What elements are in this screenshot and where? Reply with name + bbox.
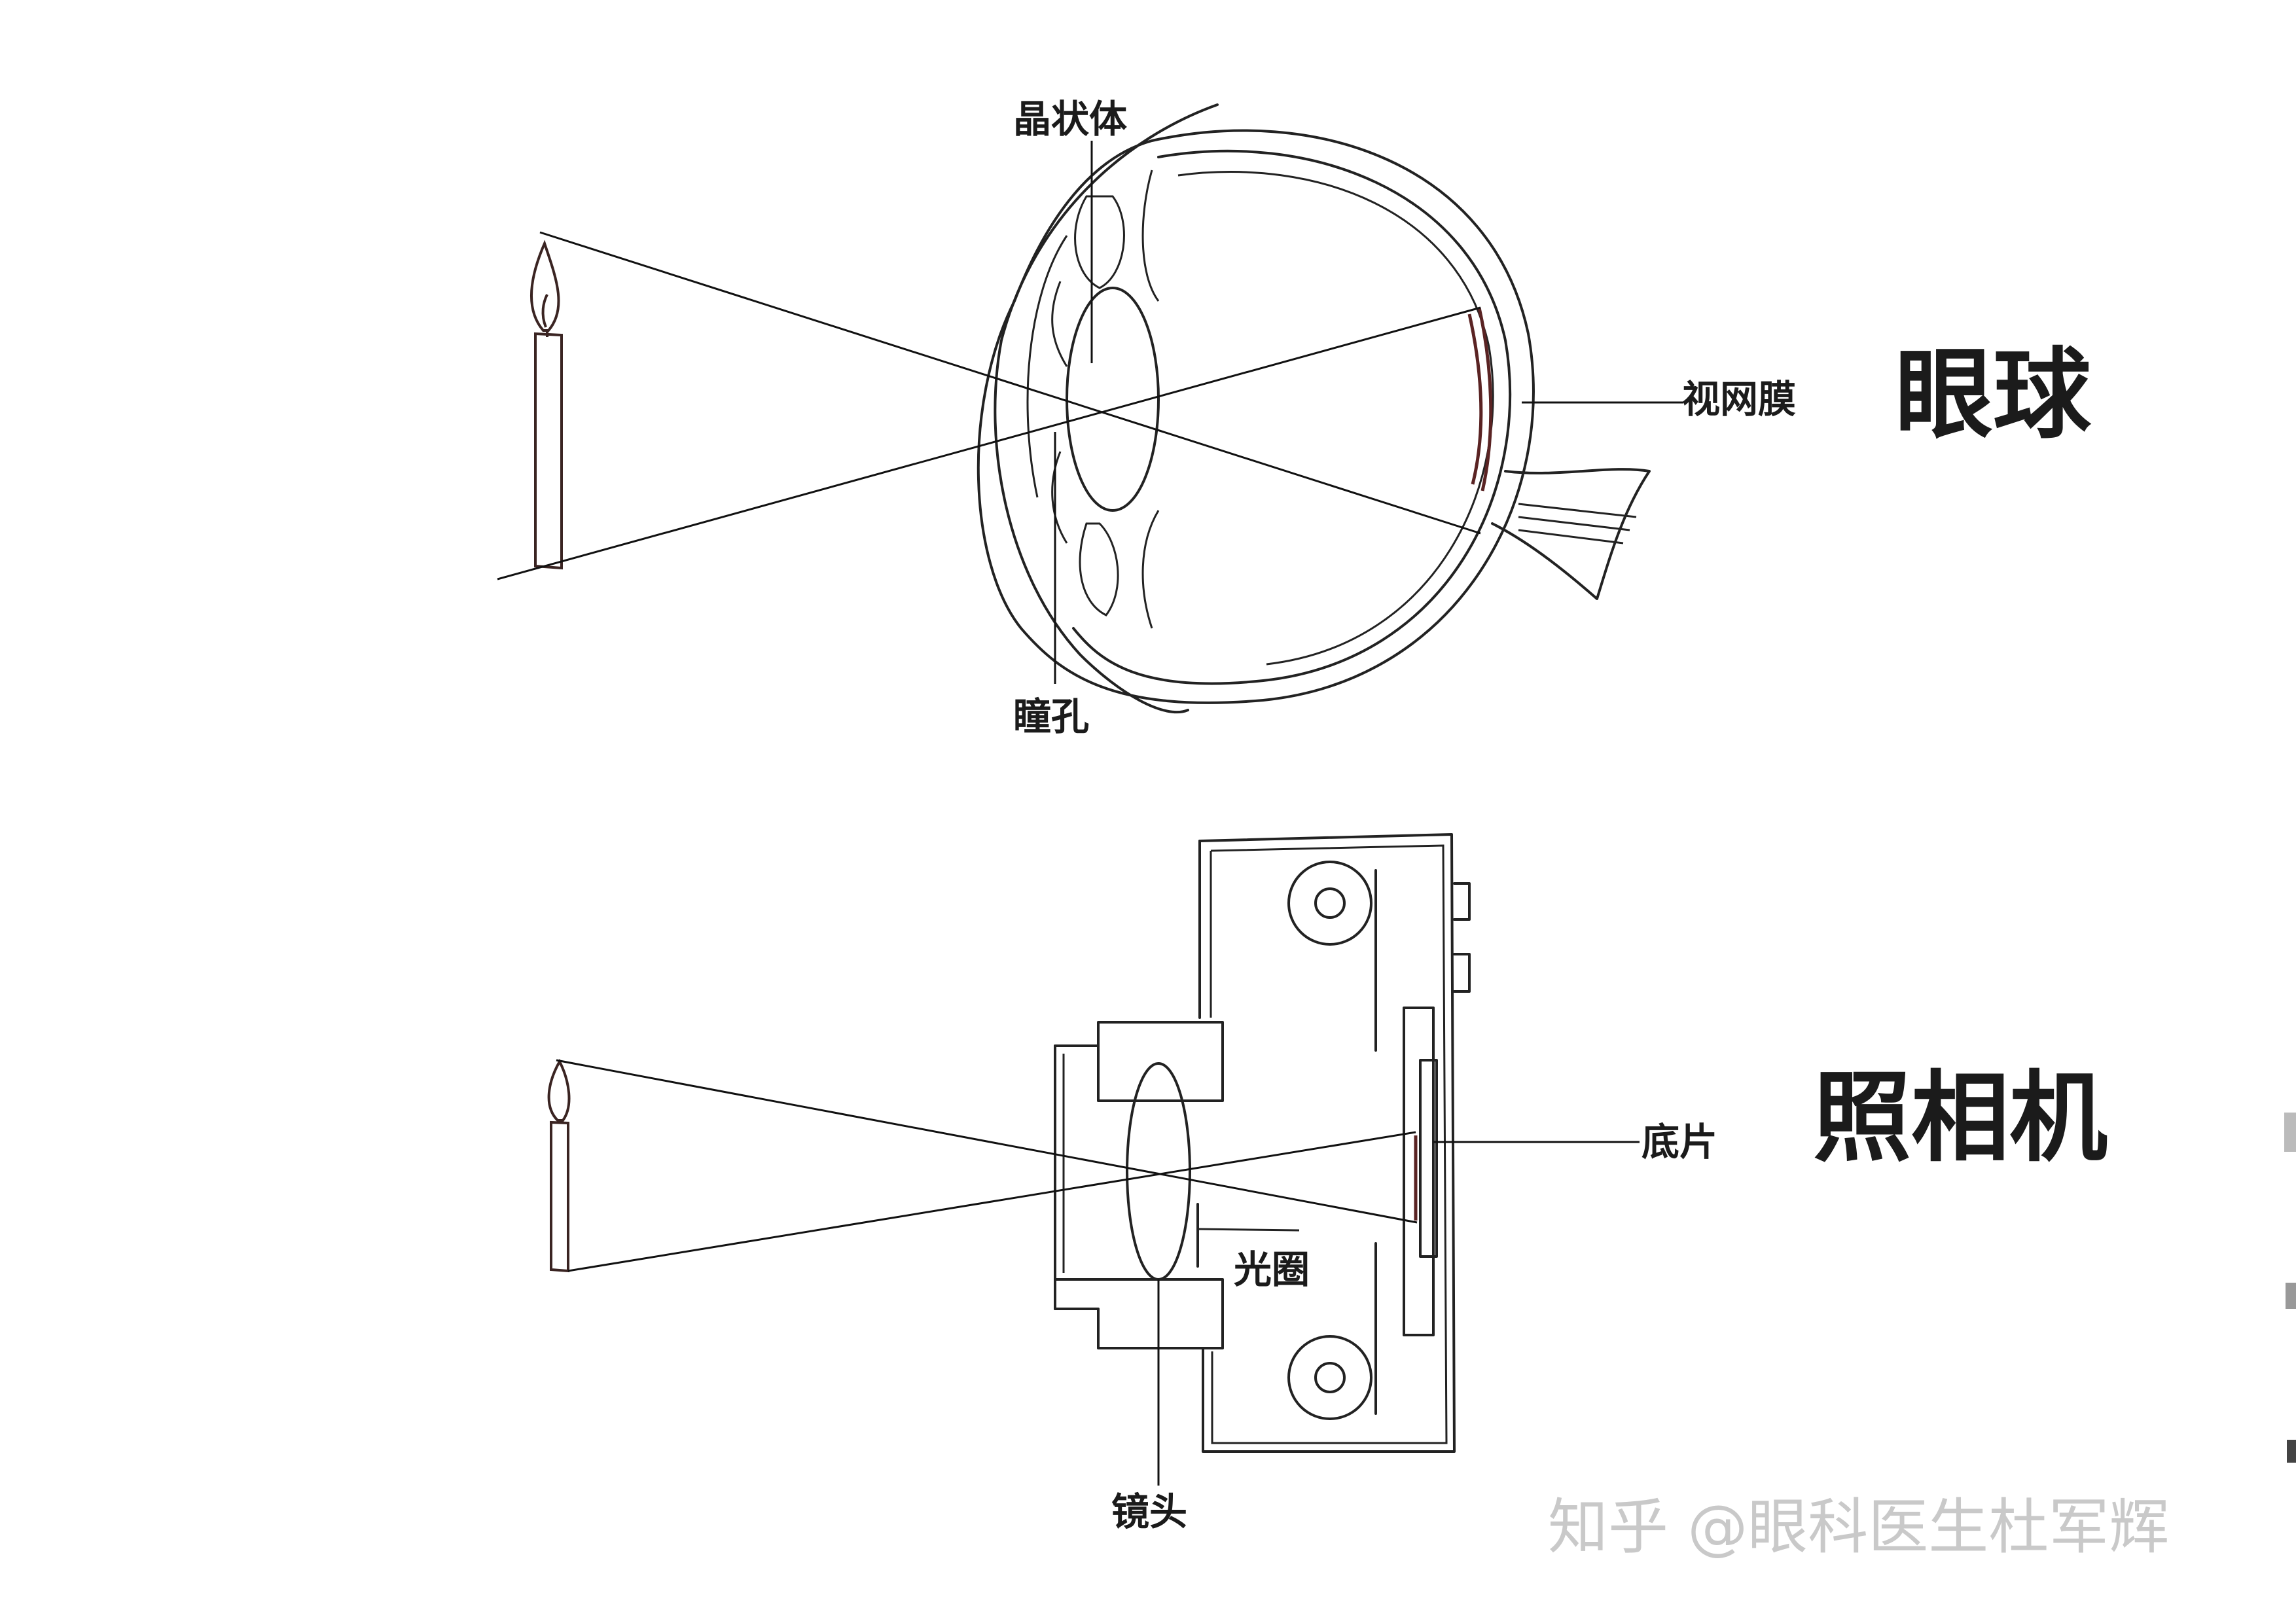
camera-title: 照相机 <box>1813 1060 2108 1175</box>
eye-title: 眼球 <box>1895 337 2092 452</box>
camera-diagram: 底片 光圈 镜头 照相机 <box>547 833 2108 1534</box>
bottom-spool-icon <box>1287 1335 1372 1420</box>
eye-lens-label: 晶状体 <box>1013 97 1127 141</box>
top-spool-icon <box>1287 861 1372 946</box>
camera-lens-label: 镜头 <box>1111 1489 1187 1534</box>
camera-candle-object <box>547 1058 571 1273</box>
eye-retina-label: 视网膜 <box>1682 377 1796 421</box>
camera-body <box>1054 833 1471 1453</box>
camera-film-label: 底片 <box>1641 1120 1717 1164</box>
right-edge-marks <box>2284 1113 2296 1463</box>
camera-aperture-label: 光圈 <box>1234 1247 1310 1292</box>
eye-pupil-label: 瞳孔 <box>1013 694 1089 739</box>
eye-ray-bottom <box>497 306 1481 580</box>
eyeball <box>977 103 1651 714</box>
camera-ray-bottom <box>567 1131 1416 1272</box>
eye-candle-object <box>529 240 563 570</box>
eye-diagram: 晶状体 视网膜 瞳孔 眼球 <box>497 97 2092 739</box>
eye-ray-top <box>539 231 1481 535</box>
watermark-text: 知乎 @眼科医生杜军辉 <box>1548 1492 2169 1562</box>
camera-ray-top <box>556 1059 1418 1224</box>
